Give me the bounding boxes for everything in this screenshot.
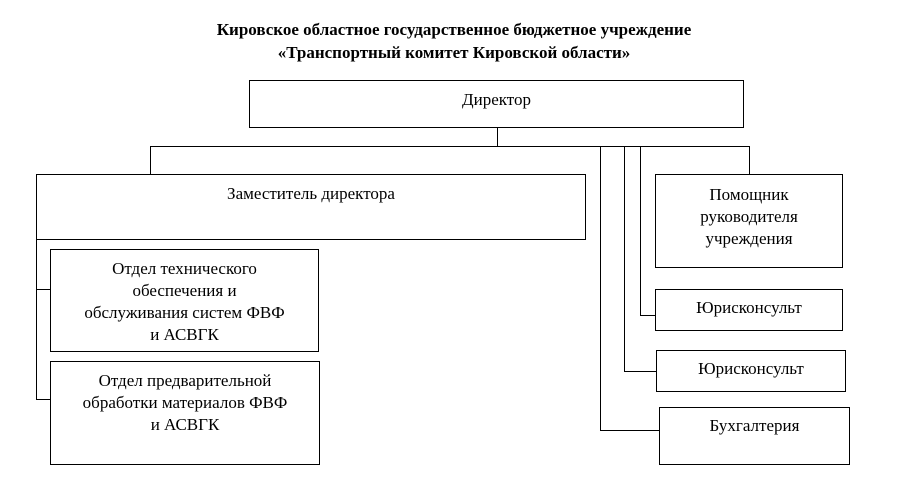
legal-counsel-label-1: Юрисконсульт [696, 298, 802, 317]
connector-deputy-departments [36, 240, 37, 400]
legal-counsel-box-1: Юрисконсульт [655, 289, 843, 331]
connector-accounting-tick [600, 430, 659, 431]
connector-to-accounting [600, 146, 601, 431]
connector-to-legal-1 [640, 146, 641, 316]
legal-counsel-box-2: Юрисконсульт [656, 350, 846, 392]
connector-director-down [497, 128, 498, 147]
connector-preprocessing-dept-tick [36, 399, 50, 400]
assistant-box: Помощник руководителя учреждения [655, 174, 843, 268]
deputy-director-box: Заместитель директора [36, 174, 586, 240]
preprocessing-dept-box: Отдел предварительной обработки материал… [50, 361, 320, 465]
preprocessing-dept-label: Отдел предварительной обработки материал… [82, 371, 288, 434]
connector-to-assistant [749, 146, 750, 174]
connector-to-deputy [150, 146, 151, 174]
org-title-line-2: «Транспортный комитет Кировской области» [277, 43, 631, 62]
tech-dept-label: Отдел технического обеспечения и обслужи… [84, 259, 285, 344]
org-title-line-1: Кировское областное государственное бюдж… [216, 20, 692, 39]
assistant-label: Помощник руководителя учреждения [700, 185, 798, 248]
connector-legal-1-tick [640, 315, 655, 316]
director-label: Директор [462, 90, 531, 109]
director-box: Директор [249, 80, 744, 128]
connector-tech-dept-tick [36, 289, 50, 290]
connector-main-bus [150, 146, 750, 147]
accounting-box: Бухгалтерия [659, 407, 850, 465]
tech-dept-box: Отдел технического обеспечения и обслужи… [50, 249, 319, 352]
connector-to-legal-2 [624, 146, 625, 372]
deputy-director-label: Заместитель директора [227, 184, 395, 203]
connector-legal-2-tick [624, 371, 656, 372]
legal-counsel-label-2: Юрисконсульт [698, 359, 804, 378]
accounting-label: Бухгалтерия [709, 416, 800, 435]
